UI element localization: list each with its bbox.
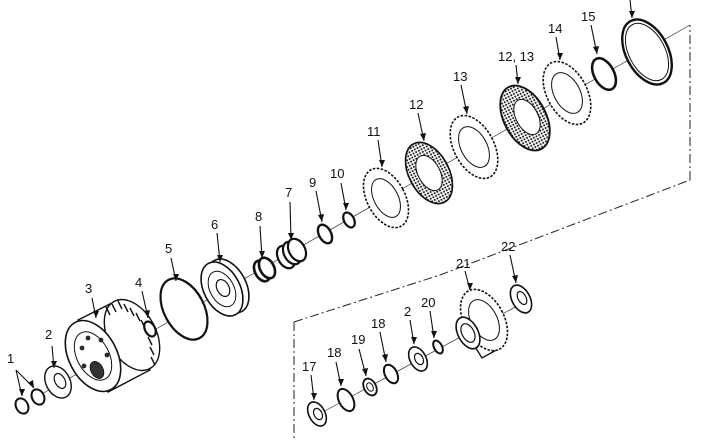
part-15-snap-ring [590,56,618,92]
part-9-snap-ring [316,223,334,245]
callout-2-lower: 2 [404,304,411,319]
callout-10: 10 [330,166,344,181]
callout-1: 1 [7,351,14,366]
part-5-seal-ring [159,277,209,341]
callout-9: 9 [309,175,316,190]
part-18-washer-upper [382,363,400,385]
part-2-thrust-washer [44,365,72,399]
callout-15: 15 [581,9,595,24]
part-3-clutch-drum [64,298,161,393]
callout-12: 12 [409,97,423,112]
callout-7: 7 [285,185,292,200]
part-18-washer-lower [336,387,356,413]
callout-4: 4 [135,275,142,290]
callout-labels: 1 2 3 4 5 6 7 8 9 10 11 12 13 12, 13 14 … [7,9,595,374]
part-12-friction-plate [404,141,454,205]
callout-18-lower: 18 [327,345,341,360]
callout-11: 11 [367,124,381,139]
part-8-spring-retainer [252,256,277,283]
part-12-13-plate-stack [499,84,551,152]
part-22-bearing [509,284,533,314]
callout-22: 22 [501,239,515,254]
enclosure-lines [293,25,691,441]
part-13-steel-plate [449,114,499,180]
part-large-snap-ring-top-right [621,18,673,86]
part-1-snap-rings [14,388,46,415]
part-2-thrust-washer-lower [407,346,429,372]
part-7-return-spring [275,237,308,270]
callout-14: 14 [548,21,562,36]
part-14-backing-plate [542,60,592,126]
part-21-gear-hub [455,288,509,359]
callout-18-upper: 18 [371,316,385,331]
part-11-steel-plate [362,167,410,229]
part-6-piston [200,258,250,317]
callout-6: 6 [211,217,218,232]
callout-12-13: 12, 13 [498,49,534,64]
callout-17: 17 [302,359,316,374]
part-20-o-ring [432,339,444,355]
callout-13: 13 [453,69,467,84]
part-10-snap-ring [342,211,356,229]
callout-2-upper: 2 [45,327,52,342]
callout-5: 5 [165,241,172,256]
callout-20: 20 [421,295,435,310]
callout-19: 19 [351,332,365,347]
part-4-o-ring [143,320,157,338]
callout-3: 3 [85,281,92,296]
callout-21: 21 [456,256,470,271]
part-17-bearing [306,401,328,427]
part-19-bearing [362,377,378,397]
leader-arrowheads [19,11,635,400]
callout-8: 8 [255,209,262,224]
